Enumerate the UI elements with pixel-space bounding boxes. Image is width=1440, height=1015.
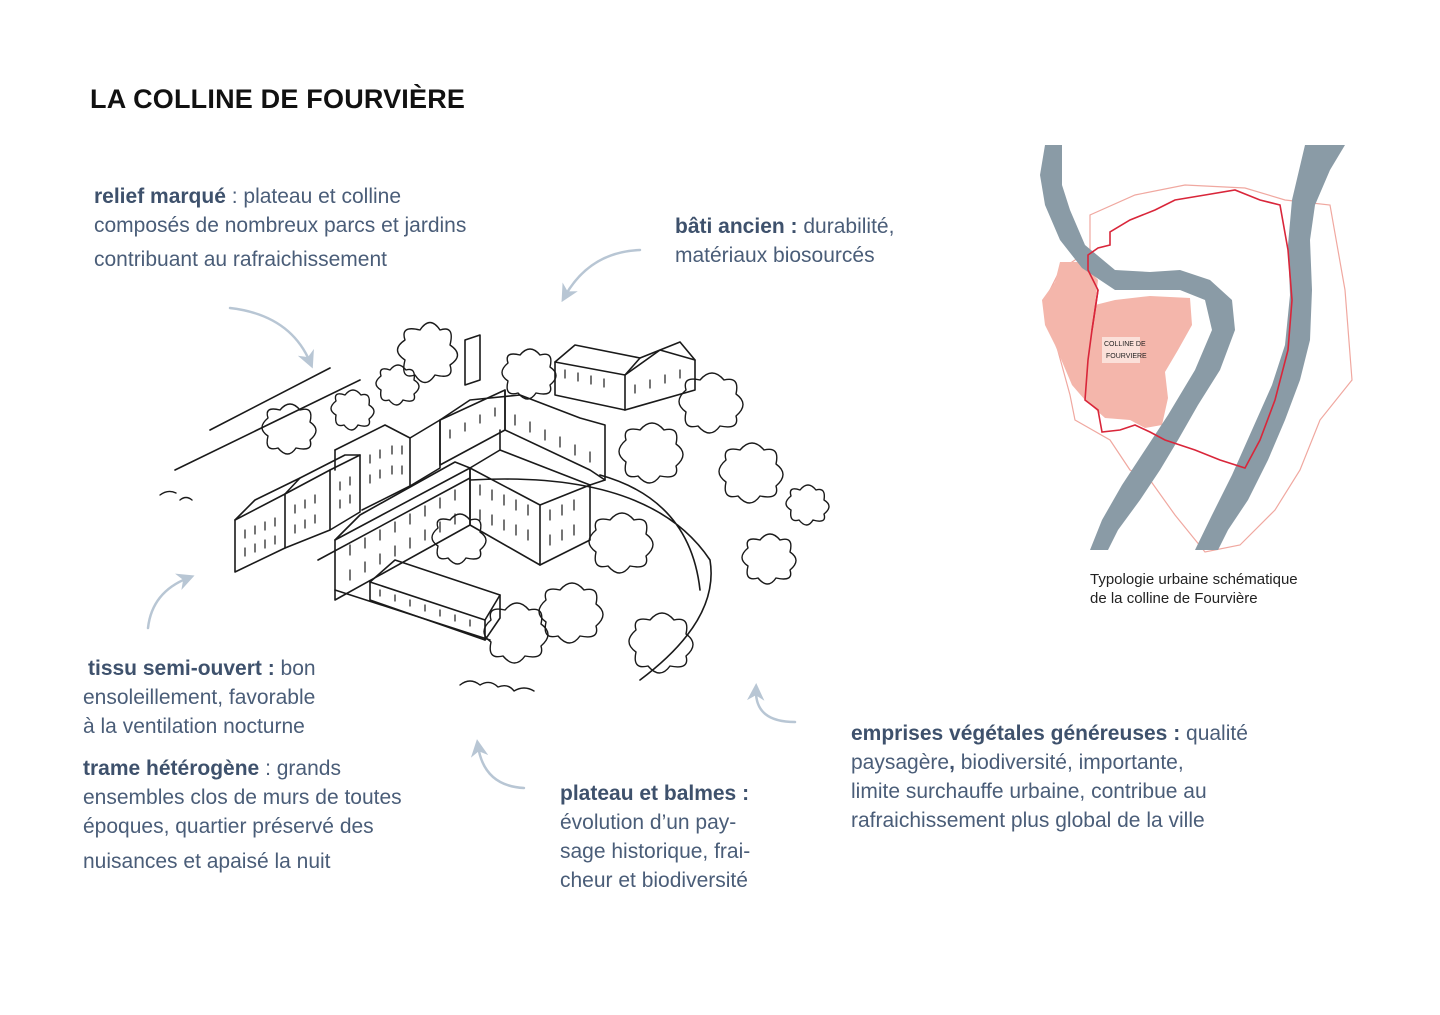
annotation-bati: bâti ancien : durabilité, matériaux bios… [675, 212, 894, 270]
annotation-heading: plateau et balmes : [560, 782, 750, 805]
annotation-heading: tissu semi-ouvert : [88, 657, 275, 680]
annotation-text: qualité [1180, 722, 1248, 745]
map-label-box [1102, 337, 1140, 363]
annotation-text: sage historique, frai- [560, 840, 751, 863]
annotation-text: ensembles clos de murs de toutes [83, 786, 402, 809]
sketch-building-front [369, 559, 501, 641]
arrow-tissu [146, 573, 195, 630]
annotation-text: rafraichissement plus global de la ville [851, 809, 1205, 832]
page-title: LA COLLINE DE FOURVIÈRE [90, 84, 466, 114]
annotation-text: biodiversité, importante, [954, 751, 1184, 774]
annotation-text: : plateau et colline [225, 185, 402, 208]
annotation-text: limite surchauffe urbaine, contribue au [851, 780, 1207, 803]
annotation-text: à la ventilation nocturne [83, 715, 305, 738]
annotation-text: contribuant au rafraichissement [94, 248, 387, 271]
arrow-relief [228, 306, 314, 369]
arrow-plateau [470, 739, 526, 790]
annotation-heading: trame hétérogène [83, 757, 260, 780]
arrow-emprises [746, 683, 797, 724]
sketch-building-top [464, 334, 696, 411]
annotation-text: composés de nombreux parcs et jardins [94, 214, 467, 237]
annotation-relief: relief marqué : plateau et colline compo… [94, 182, 466, 274]
map-caption-line: de la colline de Fourvière [1090, 590, 1258, 607]
annotation-trame: trame hétérogène : grands ensembles clos… [83, 754, 402, 876]
annotation-emprises: emprises végétales généreuses : qualité … [851, 719, 1248, 835]
sketch-trees [159, 321, 830, 692]
map-label: FOURVIERE [1106, 353, 1147, 360]
annotation-comma: , [949, 751, 955, 774]
annotation-text: évolution d’un pay- [560, 811, 737, 834]
annotation-text: bon [274, 657, 316, 680]
annotation-text: paysagère [851, 751, 950, 774]
sketch-building-center [334, 389, 606, 601]
sketch-windows [244, 369, 681, 627]
map-red-boundary [1084, 189, 1293, 469]
map-outer-boundary [1044, 184, 1353, 553]
annotation-heading: relief marqué [94, 185, 226, 208]
annotation-text: époques, quartier préservé des [83, 815, 374, 838]
map-river-rhone [1195, 145, 1345, 550]
annotation-tissu: tissu semi-ouvert : bon ensoleillement, … [83, 654, 316, 741]
map-river-saone [1040, 145, 1235, 550]
annotation-heading: bâti ancien : [675, 215, 798, 238]
annotation-text: cheur et biodiversité [560, 869, 748, 892]
annotation-text: matériaux biosourcés [675, 244, 875, 267]
annotation-text: nuisances et apaisé la nuit [83, 850, 331, 873]
annotation-plateau: plateau et balmes : évolution d’un pay- … [560, 779, 750, 895]
annotation-text: : grands [259, 757, 341, 780]
map-caption: Typologie urbaine schématique de la coll… [1090, 570, 1298, 608]
annotation-text: durabilité, [797, 215, 895, 238]
map-label: COLLINE DE [1104, 341, 1146, 348]
map-caption-line: Typologie urbaine schématique [1090, 571, 1298, 588]
annotation-text: ensoleillement, favorable [83, 686, 316, 709]
annotation-heading: emprises végétales généreuses : [851, 722, 1181, 745]
arrow-bati [561, 248, 642, 303]
